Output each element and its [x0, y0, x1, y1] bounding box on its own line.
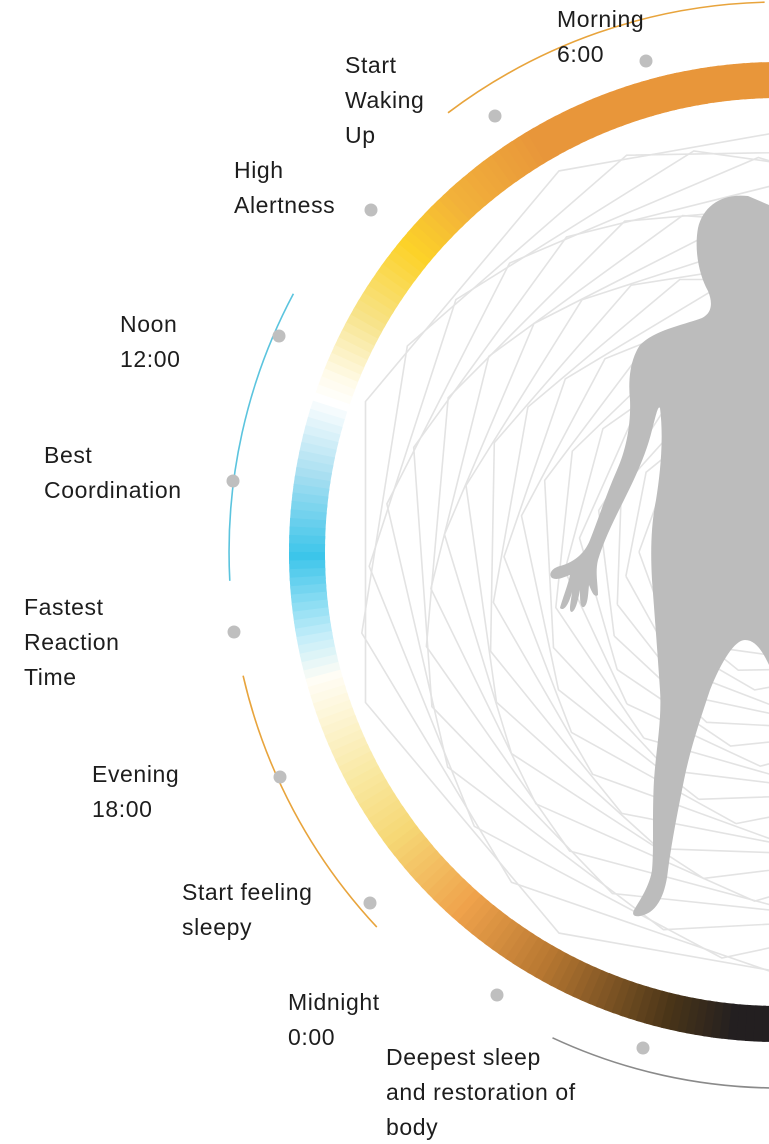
ring-markers	[226, 54, 653, 1055]
label-morning: Morning 6:00	[557, 6, 645, 67]
tunnel-ring	[492, 278, 769, 840]
label-high-alertness: High Alertness	[234, 157, 336, 218]
tunnel-ring	[386, 156, 769, 931]
tunnel-ring	[360, 151, 769, 972]
human-silhouette	[550, 195, 769, 917]
tunnel-ring	[543, 317, 769, 784]
tunnel-ring	[520, 291, 769, 801]
label-deepest-sleep: Deepest sleep and restoration of body	[386, 1044, 576, 1140]
tunnel-ring	[443, 218, 769, 880]
label-best-coordination: Best Coordination	[44, 442, 182, 503]
label-evening: Evening 18:00	[92, 761, 180, 822]
label-start-waking-up: Start Waking Up	[345, 52, 425, 148]
human-figure-icon	[550, 195, 769, 917]
marker-dot	[273, 770, 287, 784]
tunnel-ring	[430, 214, 769, 902]
marker-dot	[488, 109, 502, 123]
marker-dot	[364, 203, 378, 217]
tunnel-ring	[412, 185, 769, 911]
arc-night	[552, 1037, 769, 1089]
label-noon: Noon 12:00	[120, 311, 181, 372]
tunnel-ring	[503, 281, 769, 825]
label-start-feeling-sleepy: Start feeling sleepy	[182, 879, 313, 940]
tunnel-ring	[616, 391, 769, 714]
outer-arcs	[228, 1, 769, 1089]
label-fastest-reaction-time: Fastest Reaction Time	[24, 594, 120, 690]
marker-dot	[363, 896, 377, 910]
day-cycle-ring	[288, 62, 769, 1042]
marker-dot	[636, 1041, 650, 1055]
arc-evening	[242, 675, 378, 928]
arc-noon	[228, 293, 295, 581]
tunnel-ring	[465, 238, 769, 854]
marker-dot	[490, 988, 504, 1002]
tunnel-ring	[554, 335, 769, 775]
marker-dot	[272, 329, 286, 343]
label-midnight: Midnight 0:00	[288, 989, 380, 1050]
marker-dot	[226, 474, 240, 488]
marker-dot	[639, 54, 653, 68]
marker-dot	[227, 625, 241, 639]
arc-morning	[447, 1, 765, 114]
tunnel-ring	[578, 352, 769, 747]
tunnel-ring	[563, 343, 769, 768]
tunnel-ring	[364, 133, 769, 971]
human-figure-ear	[743, 220, 753, 255]
tunnel-ring	[368, 150, 769, 959]
tunnel-ring	[425, 207, 769, 906]
